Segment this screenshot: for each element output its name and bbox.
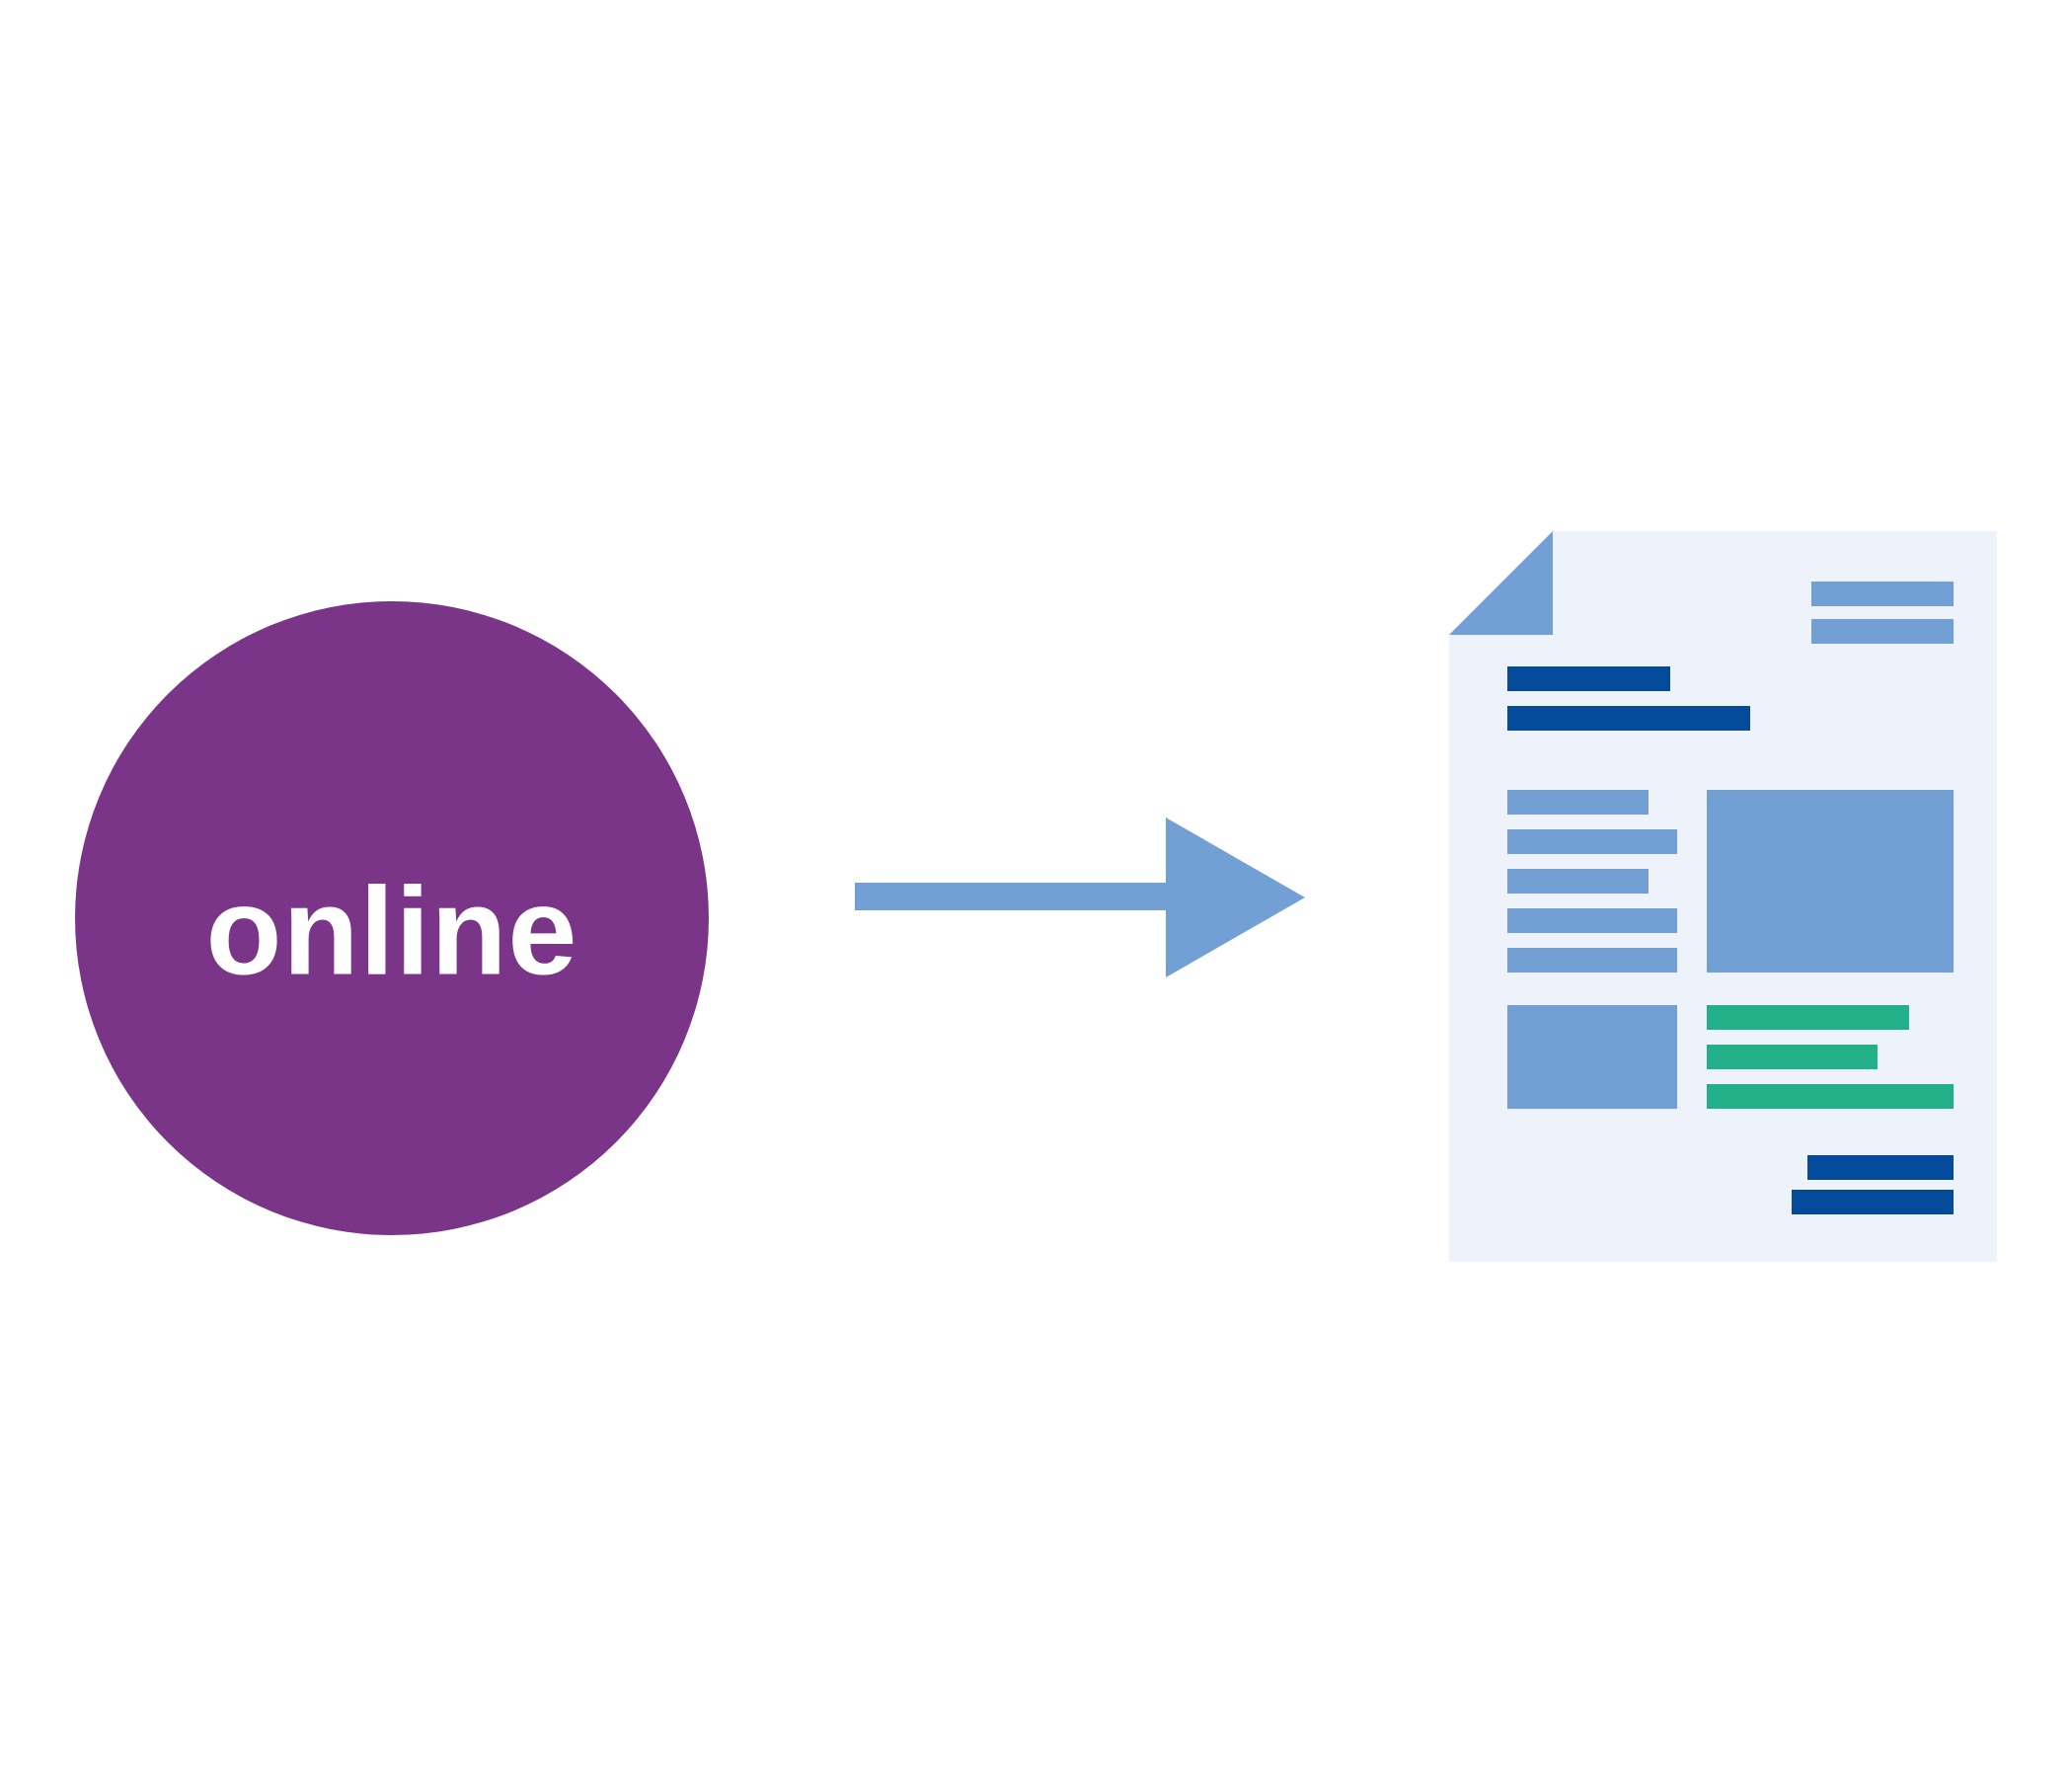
online-circle (75, 601, 709, 1235)
document-text-line-3 (1507, 869, 1649, 894)
document-title-line-1 (1507, 666, 1670, 691)
arrow-shaft (855, 883, 1169, 910)
document-footer-line-1 (1807, 1155, 1954, 1180)
document-green-line-3 (1707, 1084, 1954, 1109)
document-green-line-2 (1707, 1045, 1878, 1069)
arrow-head (1166, 818, 1305, 977)
document-footer-line-2 (1792, 1190, 1954, 1214)
document-icon (1449, 531, 1997, 1262)
document-image-block-large (1707, 790, 1954, 973)
right-arrow-icon (855, 818, 1305, 977)
document-text-line-1 (1507, 790, 1649, 815)
document-header-line-1 (1811, 582, 1954, 606)
online-label: online (206, 861, 578, 1000)
document-title-line-2 (1507, 706, 1750, 731)
document-text-line-2 (1507, 829, 1677, 854)
document-green-line-1 (1707, 1005, 1909, 1030)
document-folded-corner (1449, 531, 1553, 635)
document-header-line-2 (1811, 619, 1954, 644)
document-text-line-5 (1507, 948, 1677, 973)
document-text-line-4 (1507, 908, 1677, 933)
online-badge: online (75, 601, 709, 1235)
document-image-block-small (1507, 1005, 1677, 1109)
